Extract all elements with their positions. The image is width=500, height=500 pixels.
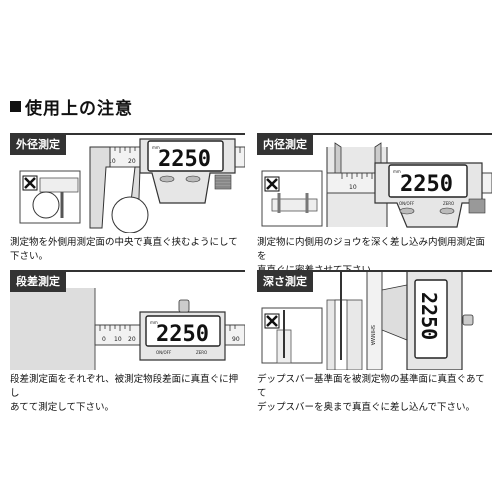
caliper-illustration: SHINWA 2250: [261, 270, 474, 370]
svg-text:0: 0: [102, 336, 106, 343]
panel-top-rule: [257, 270, 492, 272]
heading-square-icon: [10, 101, 21, 112]
svg-text:2250: 2250: [156, 322, 209, 347]
panel-top-rule: [257, 133, 492, 135]
panel-outer-measurement: 外径測定 10 20 2250 mm: [10, 133, 245, 233]
panel-top-rule: [10, 133, 245, 135]
panel-tag: 段差測定: [10, 270, 66, 292]
wrong-mark-icon: [22, 175, 38, 191]
panel-tag: 外径測定: [10, 133, 66, 155]
panel-step-description: 段差測定面をそれぞれ、被測定物段差面に真直ぐに押し あてて測定して下さい。: [10, 374, 239, 413]
wrong-mark-icon: [264, 313, 280, 329]
panel-tag: 内径測定: [257, 133, 313, 155]
svg-text:2250: 2250: [400, 172, 453, 197]
panel-depth-description: デップスバー基準面を被測定物の基準面に真直ぐあてて デップスバーを奥まで真直ぐに…: [257, 374, 485, 413]
svg-text:10: 10: [349, 184, 357, 191]
panel-outer-description: 測定物を外側用測定面の中央で真直ぐ挟むようにして 下さい。: [10, 237, 238, 262]
panel-inner-measurement: 内径測定 10 2250 mm ON/OFF ZERO: [257, 133, 492, 233]
svg-text:mm: mm: [393, 169, 401, 174]
svg-text:2250: 2250: [417, 292, 441, 340]
caliper-illustration: 10 2250 mm ON/OFF ZERO: [261, 142, 492, 228]
panel-tag: 深さ測定: [257, 270, 313, 292]
heading-title: 使用上の注意: [25, 99, 133, 119]
svg-text:mm: mm: [152, 145, 160, 150]
svg-text:ZERO: ZERO: [443, 201, 454, 206]
svg-text:20: 20: [128, 158, 136, 165]
caliper-illustration: 0 10 20 90 2250 mm ON/OFF ZERO: [10, 288, 245, 370]
svg-text:10: 10: [108, 158, 116, 165]
svg-text:10: 10: [114, 336, 122, 343]
svg-text:ON/OFF: ON/OFF: [156, 350, 172, 355]
svg-text:ON/OFF: ON/OFF: [399, 201, 415, 206]
caliper-illustration: 10 20 2250 mm: [19, 138, 245, 233]
panel-top-rule: [10, 270, 245, 272]
svg-text:90: 90: [232, 336, 240, 343]
svg-text:SHINWA: SHINWA: [369, 325, 375, 346]
wrong-mark-icon: [264, 176, 280, 192]
panel-depth-measurement: 深さ測定 SHINWA 2250: [257, 270, 492, 370]
svg-text:ZERO: ZERO: [196, 350, 207, 355]
svg-text:20: 20: [128, 336, 136, 343]
section-heading: 使用上の注意: [10, 94, 133, 119]
svg-text:2250: 2250: [158, 147, 211, 172]
svg-text:mm: mm: [150, 320, 158, 325]
panel-step-measurement: 段差測定 0 10 20 90 2250 mm ON/OFF ZERO: [10, 270, 245, 370]
